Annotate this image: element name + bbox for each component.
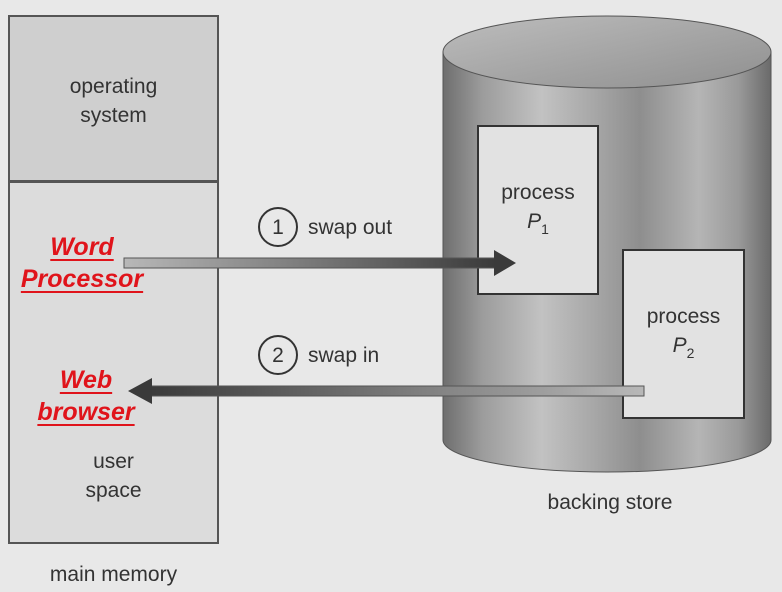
backing-store-caption: backing store <box>547 491 673 514</box>
main-memory-caption: main memory <box>49 563 178 586</box>
swap-in-label: swap in <box>308 344 380 367</box>
step-1-number: 1 <box>272 216 284 239</box>
user-space-region <box>8 181 219 544</box>
step-2-number: 2 <box>272 344 284 367</box>
user-space-label: user space <box>85 450 142 502</box>
operating-system-region <box>8 15 219 182</box>
swap-out-arrow <box>123 250 516 276</box>
step-1-circle <box>258 207 298 247</box>
swap-out-label: swap out <box>308 216 393 239</box>
process-p2-label: process P2 <box>646 305 721 361</box>
os-label: operating system <box>69 75 158 127</box>
step-2-circle <box>258 335 298 375</box>
process-p1-label: process P1 <box>501 181 575 237</box>
word-processor-label: Word Processor <box>20 233 144 293</box>
swap-in-arrow <box>128 378 645 404</box>
web-browser-label: Web browser <box>37 366 135 426</box>
